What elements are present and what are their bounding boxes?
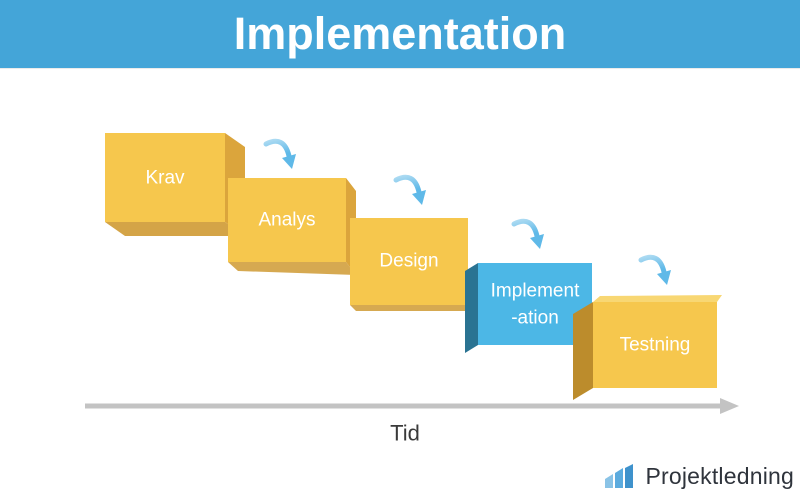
box-front-face bbox=[105, 133, 225, 222]
step-box-design: Design bbox=[350, 218, 474, 311]
curved-down-arrow-icon bbox=[641, 257, 671, 285]
box-side-face bbox=[573, 302, 593, 400]
box-front-face bbox=[350, 218, 468, 305]
box-bottom-face bbox=[105, 222, 245, 236]
step-label-implementation-line1: Implement bbox=[491, 281, 580, 302]
step-box-analys: Analys bbox=[228, 178, 356, 275]
ascending-bars-icon bbox=[605, 464, 634, 488]
box-front-face bbox=[593, 302, 717, 388]
step-box-krav: Krav bbox=[105, 133, 245, 236]
box-bottom-face bbox=[228, 262, 356, 275]
step-box-testning: Testning bbox=[573, 295, 722, 400]
timeline-arrowhead-icon bbox=[720, 398, 739, 414]
curved-down-arrow-icon bbox=[514, 221, 544, 249]
step-label-implementation-line2: -ation bbox=[511, 308, 559, 329]
curved-down-arrow-icon bbox=[266, 141, 296, 169]
waterfall-diagram: Krav Analys Design Implement -ation Test… bbox=[85, 133, 739, 446]
page-title: Implementation bbox=[233, 8, 567, 59]
timeline-axis: Tid bbox=[85, 398, 739, 446]
curved-down-arrow-icon bbox=[396, 177, 426, 205]
step-label-design: Design bbox=[379, 251, 438, 272]
step-label-analys: Analys bbox=[258, 210, 315, 231]
box-top-face bbox=[593, 295, 722, 302]
brand-name: Projektledning bbox=[645, 463, 794, 489]
step-label-testning: Testning bbox=[620, 335, 691, 356]
box-front-face bbox=[228, 178, 346, 262]
timeline-label: Tid bbox=[390, 421, 420, 446]
title-bar: Implementation bbox=[0, 0, 800, 68]
brand-logo[interactable]: Projektledning bbox=[605, 464, 794, 488]
box-side-face bbox=[465, 263, 478, 353]
step-box-implementation: Implement -ation bbox=[465, 263, 592, 353]
box-bottom-face bbox=[350, 305, 474, 311]
step-label-krav: Krav bbox=[145, 168, 185, 189]
